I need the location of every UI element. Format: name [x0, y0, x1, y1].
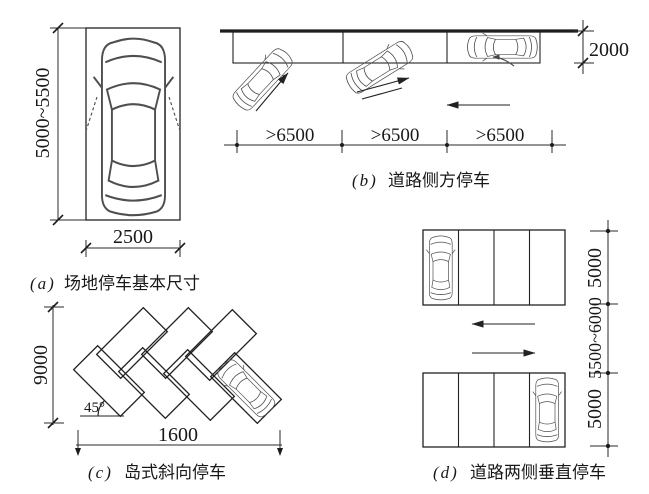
dim-label-height-c: 9000 [30, 345, 52, 385]
caption-a-label: (a) [30, 274, 56, 293]
angled-stall [95, 306, 169, 380]
caption-d: (d) 道路两侧垂直停车 [433, 463, 606, 482]
caption-d-label: (d) [433, 463, 459, 482]
caption-a-text: 场地停车基本尺寸 [64, 274, 200, 293]
bay-strip [232, 31, 541, 64]
dimension-a-height: 5000~5500 [32, 22, 86, 226]
maneuver-arrow-icon [492, 54, 515, 67]
car-icon [92, 37, 175, 217]
caption-a: (a) 场地停车基本尺寸 [30, 274, 200, 293]
dim-label-height-a: 5000~5500 [32, 68, 54, 159]
dimension-a-width: 2500 [80, 226, 186, 257]
panel-b: 2000 >6500 >6500 >6500 (b) 道路侧方停车 [220, 20, 629, 190]
dim-label-spacing-3: >6500 [476, 125, 525, 146]
caption-d-text: 道路两侧垂直停车 [470, 463, 606, 482]
caption-c-text: 岛式斜向停车 [124, 463, 226, 482]
dim-label-stall-top: 5000 [584, 248, 606, 288]
dimension-b-depth: 2000 [574, 20, 629, 74]
caption-b: (b) 道路侧方停车 [352, 171, 490, 190]
car-icon-aligning [341, 35, 418, 99]
dim-label-depth-b: 2000 [589, 39, 629, 61]
car-icon-top-row [426, 235, 456, 301]
parking-bays-b [232, 31, 541, 64]
car-icon-entering [227, 42, 298, 116]
dim-label-road: 5500~6000 [585, 297, 605, 379]
car-icon-parked [467, 32, 538, 62]
parking-row-bottom [422, 372, 566, 448]
angled-stall [184, 308, 258, 382]
dimension-b-spacing: >6500 >6500 >6500 [224, 125, 566, 153]
dim-label-angle-c: 45° [84, 400, 105, 416]
panel-a: 5000~5500 2500 (a) 场地停车基本尺寸 [30, 22, 200, 293]
parking-row-top [422, 229, 566, 306]
panel-d: 5000 5500~6000 5000 (d) 道路两侧垂直停车 [422, 220, 618, 482]
dim-label-width-c: 1600 [158, 424, 198, 446]
door-swing-marks [85, 96, 181, 132]
angle-annotation: 45° [80, 400, 124, 417]
entry-arrow-icon [255, 72, 289, 112]
entry-arrow-double-icon [356, 77, 410, 100]
dimension-d-vertical: 5000 5500~6000 5000 [584, 220, 618, 457]
angled-stall [140, 306, 214, 380]
parking-stall-outline [85, 27, 181, 221]
panel-c: 45° 9000 1600 (c) 岛式斜向停车 [30, 301, 283, 482]
dim-label-spacing-2: >6500 [371, 125, 420, 146]
car-icon-bottom-row [532, 377, 562, 443]
caption-c: (c) 岛式斜向停车 [88, 463, 226, 482]
dimension-c-height: 9000 [30, 301, 64, 429]
caption-b-label: (b) [352, 171, 378, 190]
dim-label-stall-bottom: 5000 [584, 389, 606, 429]
dim-label-width-a: 2500 [113, 226, 153, 248]
angled-stall [162, 348, 236, 422]
caption-b-text: 道路侧方停车 [388, 171, 490, 190]
angle-arc [97, 400, 105, 417]
dim-label-spacing-1: >6500 [266, 125, 315, 146]
caption-c-label: (c) [88, 463, 113, 482]
angled-stall [209, 351, 283, 425]
dimension-c-width: 1600 [75, 424, 283, 456]
